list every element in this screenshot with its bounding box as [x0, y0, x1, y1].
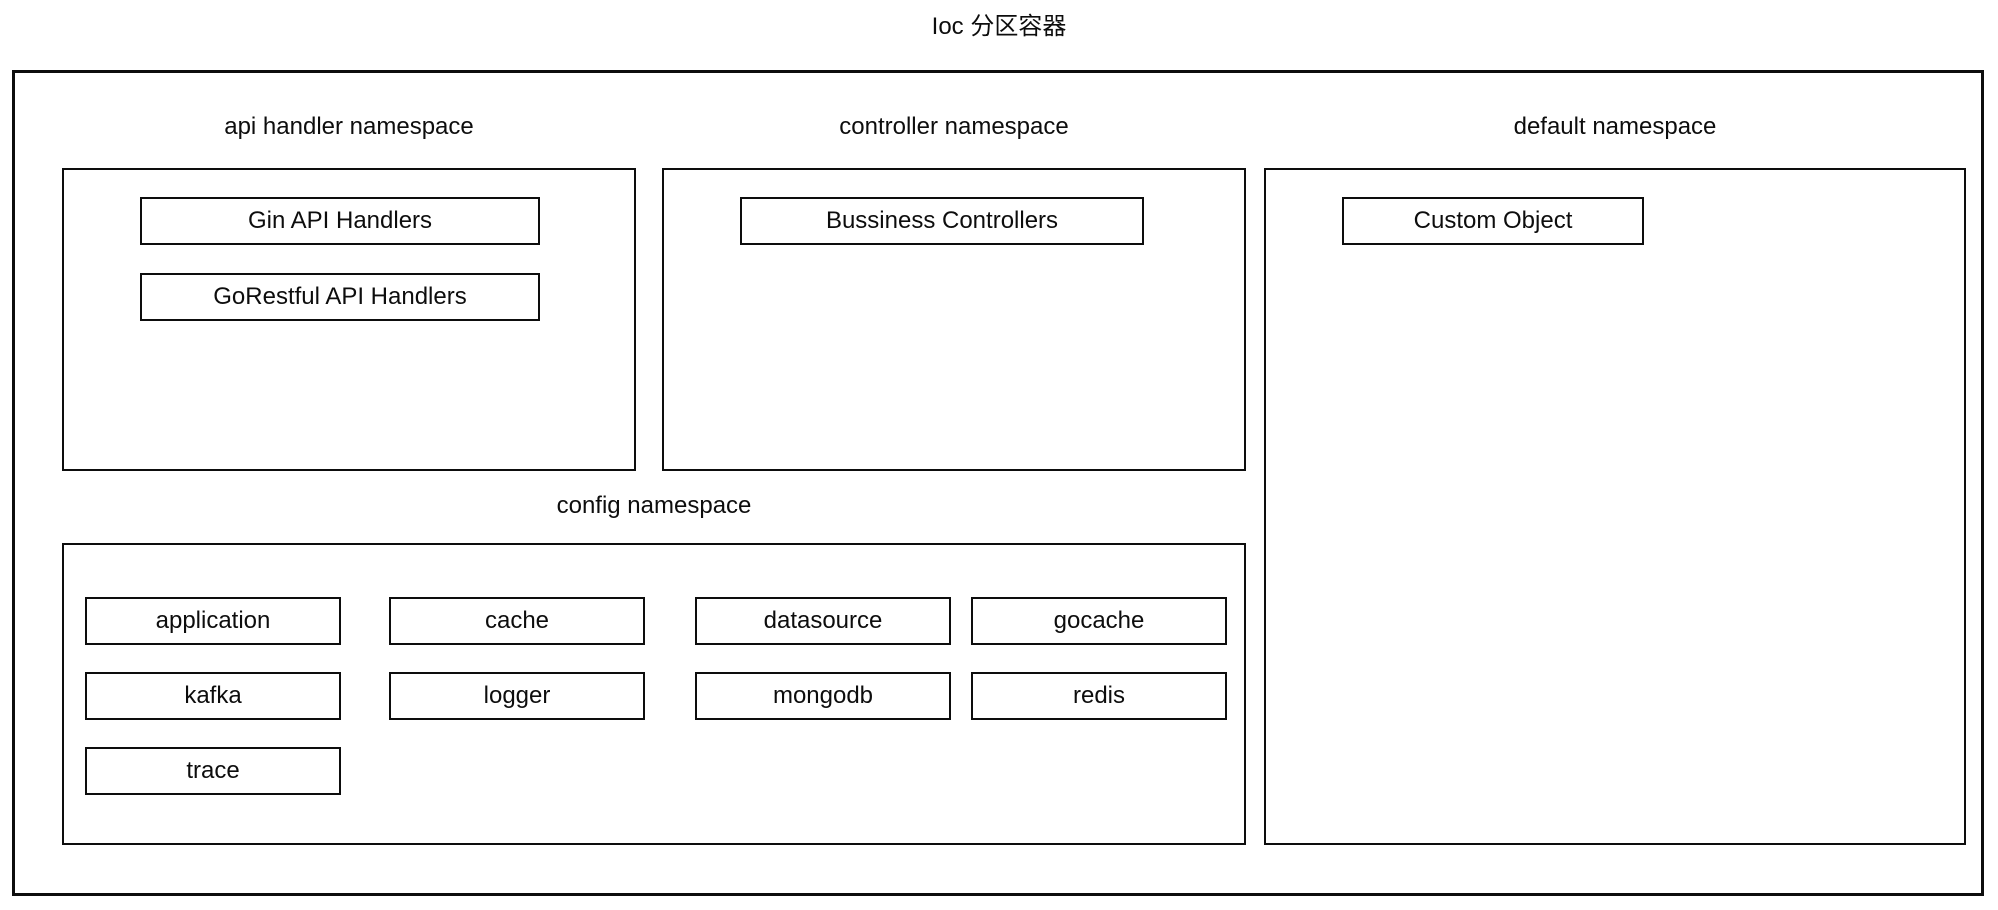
namespace-label-default: default namespace: [1513, 113, 1717, 140]
namespace-label-controller: controller namespace: [839, 113, 1069, 140]
namespace-label-config: config namespace: [556, 492, 752, 519]
component-box-gorestful-api-handlers: GoRestful API Handlers: [140, 273, 540, 321]
component-box-custom-object: Custom Object: [1342, 197, 1644, 245]
component-box-redis: redis: [971, 672, 1227, 720]
component-box-gocache: gocache: [971, 597, 1227, 645]
component-box-cache: cache: [389, 597, 645, 645]
component-box-bussiness-controllers: Bussiness Controllers: [740, 197, 1144, 245]
component-box-mongodb: mongodb: [695, 672, 951, 720]
component-box-trace: trace: [85, 747, 341, 795]
component-box-datasource: datasource: [695, 597, 951, 645]
component-box-application: application: [85, 597, 341, 645]
namespace-label-api-handler: api handler namespace: [224, 113, 474, 140]
component-box-logger: logger: [389, 672, 645, 720]
namespace-box-default: [1264, 168, 1966, 845]
component-box-kafka: kafka: [85, 672, 341, 720]
component-box-gin-api-handlers: Gin API Handlers: [140, 197, 540, 245]
diagram-title: Ioc 分区容器: [931, 13, 1067, 40]
